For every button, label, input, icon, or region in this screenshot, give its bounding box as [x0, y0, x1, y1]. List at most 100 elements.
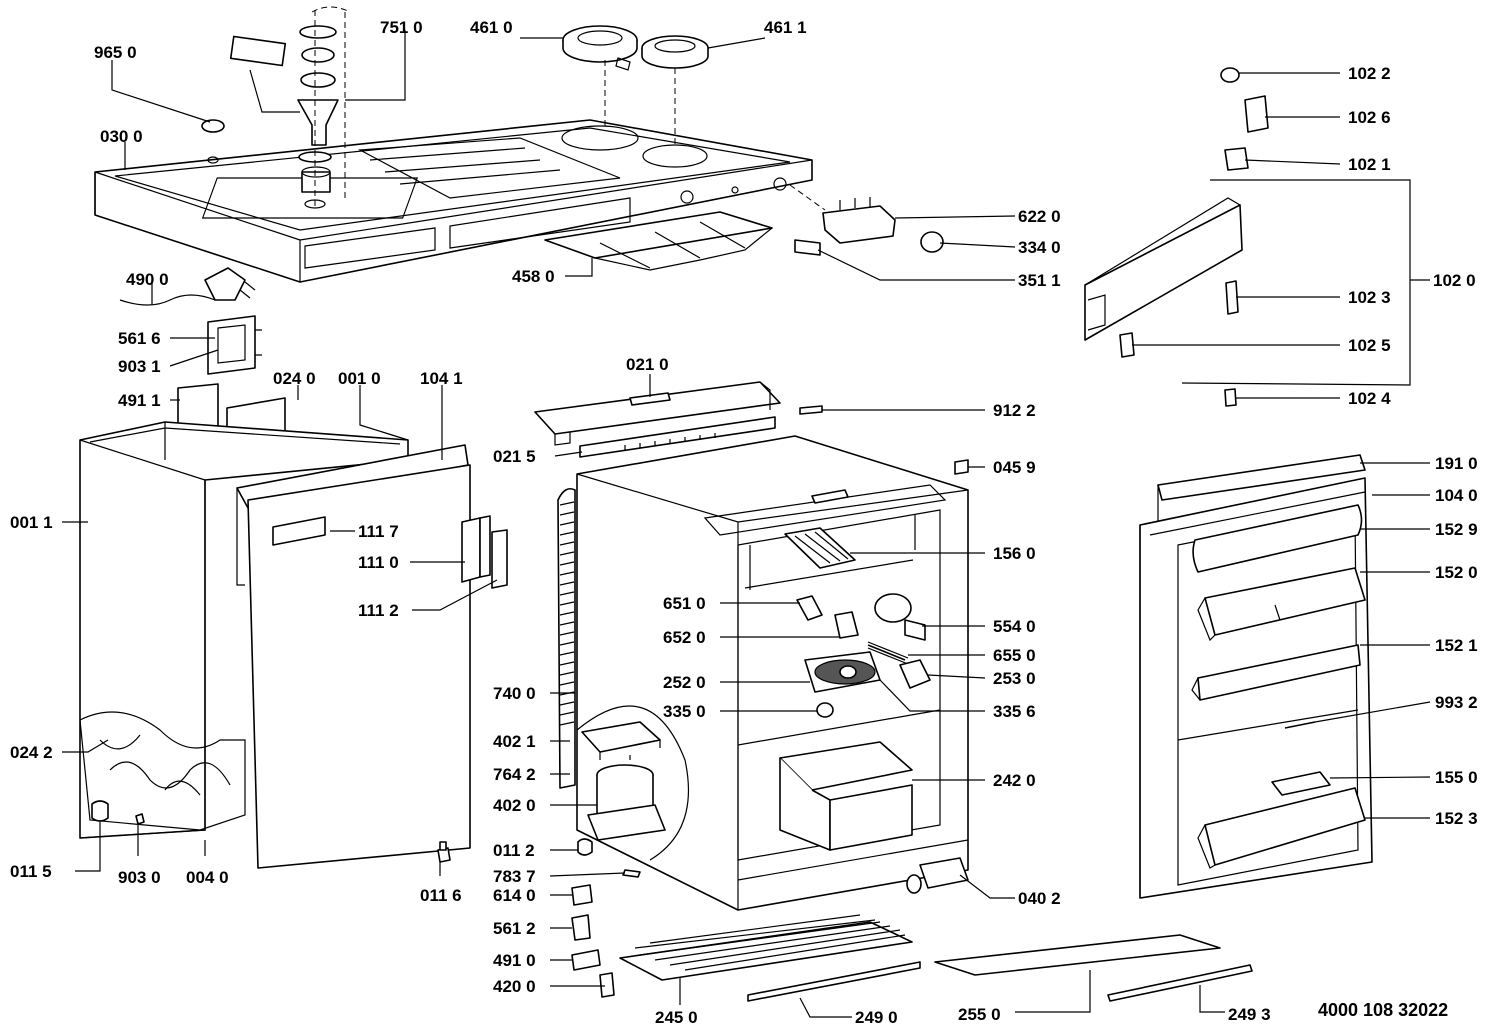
label-156-0: 156 0: [993, 544, 1036, 563]
label-740-0: 740 0: [493, 684, 536, 703]
label-622-0: 622 0: [1018, 207, 1061, 226]
door-bin-152-3: [1204, 787, 1366, 866]
label-614-0: 614 0: [493, 886, 536, 905]
label-111-0: 111 0: [358, 553, 399, 572]
label-554-0: 554 0: [993, 617, 1036, 636]
label-461-0: 461 0: [470, 18, 513, 37]
label-912-2: 912 2: [993, 401, 1036, 420]
knob-335-0: [816, 702, 834, 718]
knob-253-0: [899, 659, 931, 689]
hinge-strip-021-5: [579, 416, 776, 458]
label-024-0: 024 0: [273, 369, 316, 388]
label-461-1: 461 1: [764, 18, 807, 37]
strip-249-3: [1107, 964, 1253, 1002]
label-011-6: 011 6: [420, 886, 462, 905]
foot-011-6: [437, 841, 451, 863]
label-249-3: 249 3: [1228, 1005, 1271, 1024]
thermostat-switch-assembly: [789, 184, 944, 256]
label-102-6: 102 6: [1348, 108, 1391, 127]
leader-lines: [62, 30, 1431, 1018]
label-402-0: 402 0: [493, 796, 536, 815]
ice-tray-ribs: [794, 531, 849, 564]
label-030-0: 030 0: [100, 127, 143, 146]
part-102-5: [1119, 332, 1135, 358]
fridge-body: [576, 435, 969, 911]
label-011-5: 011 5: [10, 862, 52, 881]
label-783-7: 783 7: [493, 867, 536, 886]
label-490-0: 490 0: [126, 270, 169, 289]
hotplate-461-0: [562, 25, 638, 126]
lamp-cover-554-0: [874, 593, 926, 641]
part-102-6: [1244, 95, 1269, 133]
foot-011-5: [91, 800, 109, 822]
label-102-0: 102 0: [1433, 271, 1476, 290]
label-152-9: 152 9: [1435, 520, 1478, 539]
label-652-0: 652 0: [663, 628, 706, 647]
label-402-1: 402 1: [493, 732, 536, 751]
crisper-drawer: [779, 741, 913, 851]
screw-912-2: [799, 405, 823, 415]
screw-903-0: [135, 813, 145, 825]
label-040-2: 040 2: [1018, 889, 1061, 908]
part-102-2: [1220, 67, 1240, 83]
egg-tray-155-0: [1271, 771, 1331, 796]
label-021-0: 021 0: [626, 355, 669, 374]
label-491-1: 491 1: [118, 391, 161, 410]
channel-458-0: [544, 211, 773, 271]
wire-shelf-lines: [634, 914, 906, 971]
label-011-2: 011 2: [493, 841, 535, 860]
junction-box: [207, 315, 262, 375]
hinge-040-2: [906, 857, 969, 894]
label-045-9: 045 9: [993, 458, 1036, 477]
label-420-0: 420 0: [493, 977, 536, 996]
sink-drain-parts: [229, 6, 351, 210]
label-351-1: 351 1: [1018, 271, 1061, 290]
lamp-651-0: [796, 595, 823, 621]
label-021-5: 021 5: [493, 447, 536, 466]
door-bin-152-1: [1197, 644, 1361, 701]
label-655-0: 655 0: [993, 646, 1036, 665]
power-cord: [119, 267, 256, 306]
label-903-0: 903 0: [118, 868, 161, 887]
label-651-0: 651 0: [663, 594, 706, 613]
grommet-011-2: [577, 838, 593, 856]
hotplate-461-1: [641, 35, 709, 145]
label-491-0: 491 0: [493, 951, 536, 970]
label-965-0: 965 0: [94, 43, 137, 62]
label-903-1: 903 1: [118, 357, 161, 376]
part-102-1: [1224, 147, 1249, 171]
part-102-3: [1225, 280, 1239, 315]
label-561-6: 561 6: [118, 329, 161, 348]
label-253-0: 253 0: [993, 669, 1036, 688]
plug-965-0: [201, 119, 225, 133]
hinge-bar-021-0: [534, 381, 781, 446]
label-004-0: 004 0: [186, 868, 229, 887]
compressor-area-outline: [576, 705, 690, 861]
part-783-7: [622, 869, 641, 878]
label-334-0: 334 0: [1018, 238, 1061, 257]
label-252-0: 252 0: [663, 673, 706, 692]
compressor: [581, 721, 666, 841]
lamp-holder-652-0: [834, 611, 859, 639]
label-102-5: 102 5: [1348, 336, 1391, 355]
label-751-0: 751 0: [380, 18, 423, 37]
cabinet-body: [79, 421, 409, 839]
label-458-0: 458 0: [512, 267, 555, 286]
label-245-0: 245 0: [655, 1008, 698, 1027]
ice-tray-156-0: [784, 527, 856, 569]
door-bin-152-9: [1192, 504, 1363, 573]
part-491-0: [571, 949, 601, 971]
strip-249-0: [747, 961, 921, 1002]
label-152-0: 152 0: [1435, 563, 1478, 582]
relay-614-0: [571, 884, 593, 906]
document-number: 4000 108 32022: [1318, 1000, 1448, 1020]
label-001-1: 001 1: [10, 513, 53, 532]
part-102-4: [1224, 388, 1237, 407]
part-561-2: [571, 914, 591, 941]
screw-045-9: [954, 459, 969, 475]
label-102-3: 102 3: [1348, 288, 1391, 307]
thermostat-housing-252-0: [804, 651, 881, 693]
label-001-0: 001 0: [338, 369, 381, 388]
glass-shelf-255-0: [934, 934, 1221, 976]
